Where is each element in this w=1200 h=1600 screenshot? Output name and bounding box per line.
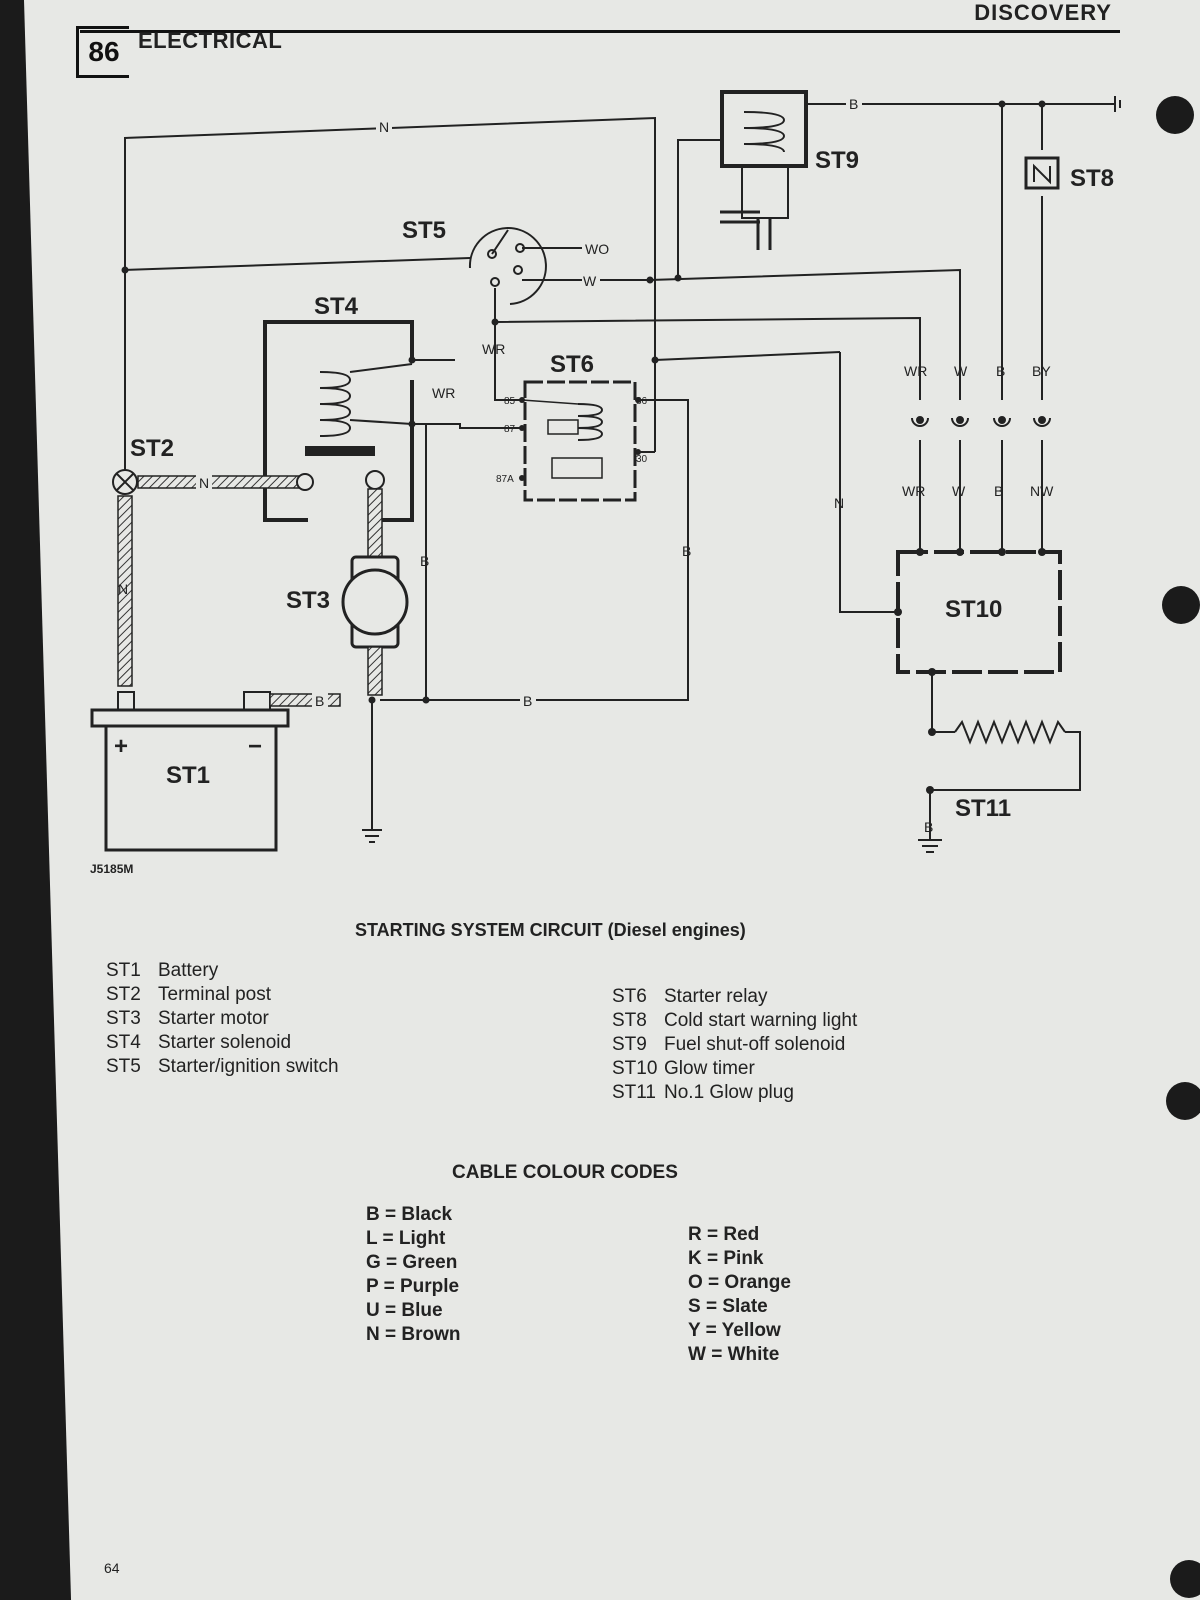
header-rule [80,30,1120,33]
connector-row [911,416,1051,552]
label-st3: ST3 [286,587,330,614]
colour-codes-left: B = Black L = Light G = Green P = Purple… [366,1204,460,1348]
wire-w-st9 [677,139,720,278]
colour-code: U = Blue [366,1300,443,1321]
wire-label: W [952,483,966,499]
wire-label: BY [1032,363,1051,379]
wire-w-st10 [649,268,961,400]
battery-minus: − [248,733,262,760]
footer-page-number: 64 [104,1560,120,1576]
wire-label: B [523,693,532,709]
st5-ignition-switch [468,227,547,305]
binder-hole [1162,586,1200,624]
wire-n-st10 [839,352,898,613]
wire-label: N [118,581,128,597]
colour-code: L = Light [366,1228,446,1249]
colour-code: Y = Yellow [688,1320,781,1341]
colour-code: K = Pink [688,1248,764,1269]
wire-label: B [420,553,429,569]
st6-starter-relay [521,380,637,502]
section-number: 86 [76,26,129,78]
binder-hole [1166,1082,1200,1120]
relay-pin-label: 85 [504,396,516,407]
colour-code: B = Black [366,1204,453,1225]
label-st8: ST8 [1070,165,1114,192]
colour-codes-right: R = Red K = Pink O = Orange S = Slate Y … [688,1224,791,1368]
colour-code: P = Purple [366,1276,460,1297]
wire-label: WR [904,363,927,379]
relay-pin-label: 87 [504,424,516,435]
relay-pin-label: 30 [636,454,648,465]
wire-label: B [994,483,1003,499]
colour-code: R = Red [688,1224,760,1245]
label-st10: ST10 [945,596,1002,623]
wire-label: B [996,363,1005,379]
wire-label: W [583,273,597,289]
colour-code: N = Brown [366,1324,461,1345]
label-st2: ST2 [130,435,174,462]
coil-icon [319,363,413,437]
relay-pin-label: 87A [496,474,514,485]
st9-fuel-solenoid [720,90,808,250]
label-st5: ST5 [402,217,446,244]
wire-label: WR [482,341,505,357]
diagram-caption: STARTING SYSTEM CIRCUIT (Diesel engines) [355,920,746,940]
wire-n-switch [124,257,471,271]
wire-label: B [849,96,858,112]
wire-n-top [124,116,656,470]
wire-label: N [834,495,844,511]
label-st4: ST4 [314,293,359,320]
cable-colour-codes-title: CABLE COLOUR CODES [452,1162,678,1183]
book-title: DISCOVERY [974,0,1112,25]
label-st6: ST6 [550,351,594,378]
wire-label: WR [432,385,455,401]
st8-warning-light-icon [1024,156,1060,190]
relay-pin-label: 86 [636,396,648,407]
wire-label: NW [1030,483,1054,499]
wire-label: N [199,475,209,491]
st2-terminal-post [112,469,314,687]
wire-label: WO [585,241,609,257]
wire-wr-st10 [494,316,921,400]
st1-battery [90,691,341,852]
st11-glow-plug-icon [954,719,1066,745]
wire-label: N [379,119,389,135]
colour-code: G = Green [366,1252,458,1273]
binder-hole [1170,1560,1200,1598]
label-st9: ST9 [815,147,859,174]
colour-code: W = White [688,1344,780,1365]
binder-hole [1156,96,1194,134]
wire-label: W [954,363,968,379]
wire-label: B [924,819,933,835]
battery-plus: + [114,733,128,760]
wire-wr-solenoid [412,423,522,429]
wire-label: B [682,543,691,559]
colour-code: O = Orange [688,1272,791,1293]
colour-code: S = Slate [688,1296,768,1317]
figure-code: J5185M [90,862,134,876]
wire-label: WR [902,483,925,499]
label-st11: ST11 [955,795,1011,822]
solenoid-plunger-icon [305,446,375,456]
circuit-diagram: ST2 ST4 ST3 ST1 ST5 ST6 ST9 ST8 ST10 ST1… [90,90,1121,853]
wire-label: B [315,693,324,709]
label-st1: ST1 [166,762,210,789]
section-title: ELECTRICAL [138,28,283,53]
st3-starter-motor [341,470,409,696]
